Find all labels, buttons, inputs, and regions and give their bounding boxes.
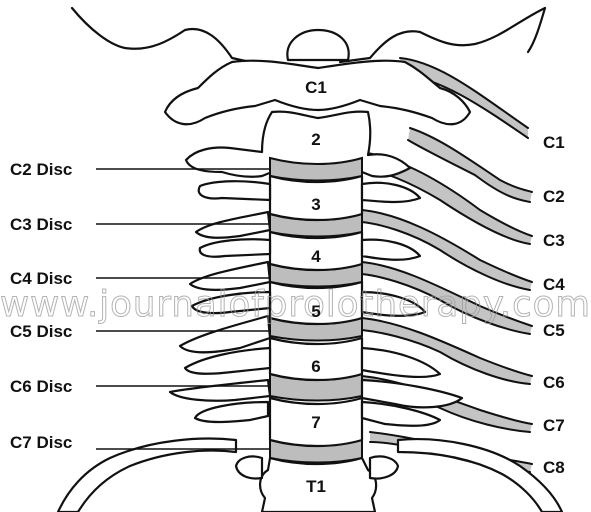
dens	[287, 30, 348, 60]
nerve-label-c3: C3	[543, 231, 565, 250]
vertebra-label-c3: 3	[311, 195, 320, 214]
disc-label-c2: C2 Disc	[10, 160, 72, 179]
vertebra-label-t1: T1	[306, 477, 326, 496]
disc-label-c7: C7 Disc	[10, 433, 72, 452]
vertebra-label-c1: C1	[305, 78, 327, 97]
disc-label-c3: C3 Disc	[10, 215, 72, 234]
watermark: www.journalofprolotherapy.com	[0, 284, 591, 325]
vertebra-label-c5: 5	[311, 302, 320, 321]
nerve-label-c6: C6	[543, 373, 565, 392]
nerve-label-c7: C7	[543, 416, 565, 435]
nerve-label-c5: C5	[543, 321, 565, 340]
disc-label-c6: C6 Disc	[10, 377, 72, 396]
nerve-label-c1: C1	[543, 133, 565, 152]
disc-label-c4: C4 Disc	[10, 269, 72, 288]
vertebra-label-c4: 4	[311, 247, 321, 266]
vertebra-label-c2: 2	[311, 130, 320, 149]
nerve-label-c4: C4	[543, 275, 565, 294]
vertebra-label-c6: 6	[311, 357, 320, 376]
nerve-label-c8: C8	[543, 458, 565, 477]
vertebra-label-c7: 7	[311, 413, 320, 432]
disc-label-c5: C5 Disc	[10, 322, 72, 341]
first-rib-right	[398, 439, 562, 512]
nerve-label-c2: C2	[543, 187, 565, 206]
